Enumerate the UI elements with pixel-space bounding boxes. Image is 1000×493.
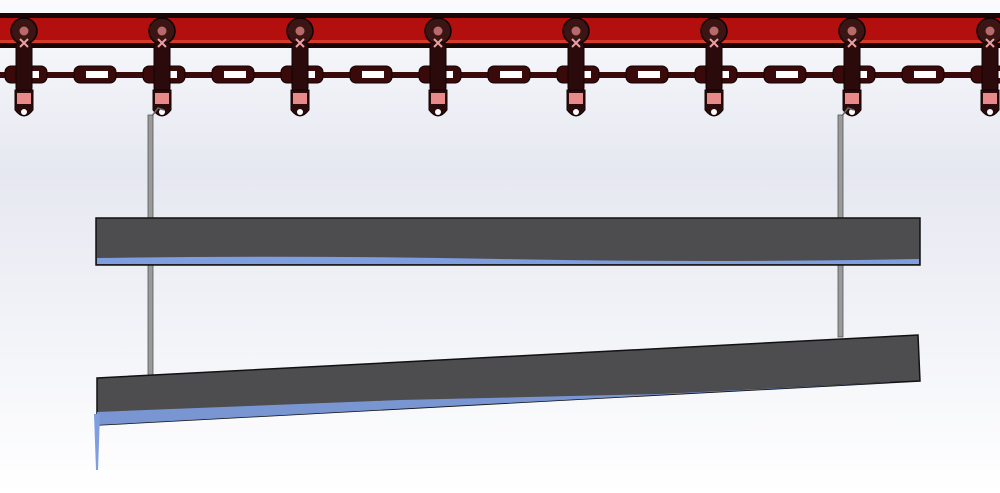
workpiece-bar-upper — [95, 217, 921, 266]
trolley — [838, 17, 866, 117]
paint-drip — [94, 414, 100, 470]
chain-link — [487, 65, 531, 84]
chain-link — [349, 65, 393, 84]
trolley — [976, 17, 1000, 117]
trolley — [286, 17, 314, 117]
trolley — [562, 17, 590, 117]
chain-link — [763, 65, 807, 84]
trolley — [424, 17, 452, 117]
workpiece-bar-lower — [94, 334, 921, 470]
chain-link — [901, 65, 945, 84]
trolley — [700, 17, 728, 117]
chain-link — [625, 65, 669, 84]
chain-link — [211, 65, 255, 84]
chain-link — [73, 65, 117, 84]
trolleys — [10, 17, 1000, 117]
trolley — [10, 17, 38, 117]
